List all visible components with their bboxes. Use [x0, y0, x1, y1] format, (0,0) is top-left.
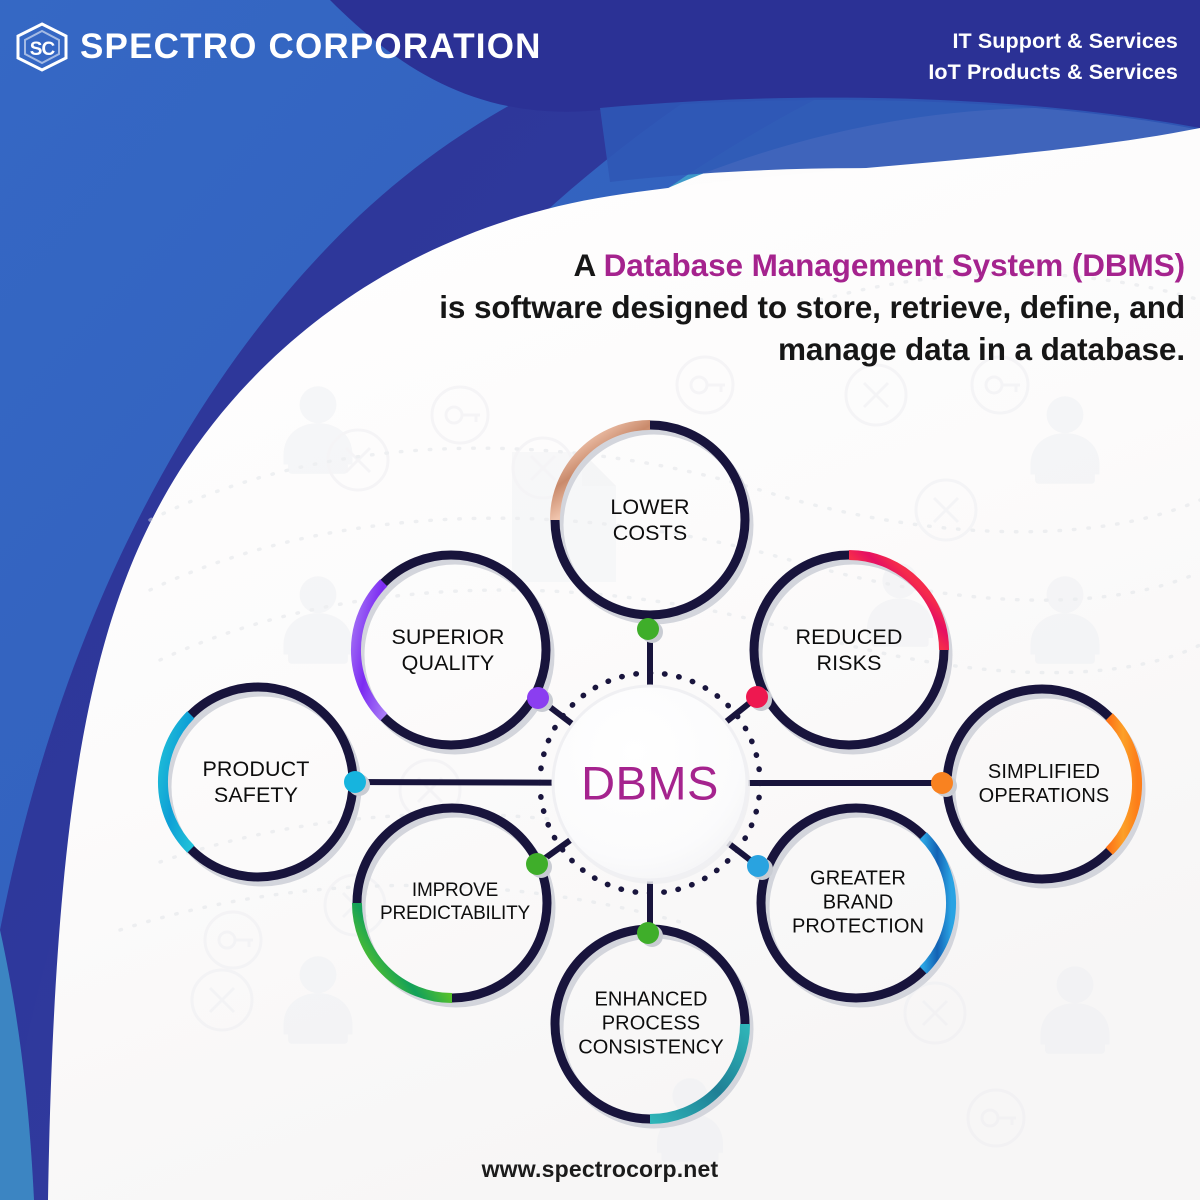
brand-name: SPECTRO CORPORATION [80, 27, 542, 66]
bg-header-indigo [330, 0, 1200, 130]
ring-improve-predictability [351, 803, 556, 1008]
watermark-icons [118, 272, 1200, 1162]
ring-enhanced-process-consistency [550, 924, 754, 1129]
node-rings [158, 419, 1146, 1129]
ring-product-safety [158, 682, 362, 887]
headline-line-3: manage data in a database. [777, 331, 1185, 368]
headline-line-1: A Database Management System (DBMS) [400, 244, 1186, 286]
hub-disc [537, 670, 763, 896]
dotted-wave-lines [118, 272, 1200, 932]
tagline-line-1: IT Support & Services [952, 29, 1178, 53]
bg-shape-mid-blue [0, 0, 1060, 1200]
bg-sliver-left [0, 930, 34, 1200]
headline-lead: A [573, 247, 604, 283]
svg-text:SC: SC [30, 39, 56, 60]
footer-website-url: www.spectrocorp.net [481, 1156, 719, 1182]
headline-accent: Database Management System (DBMS) [603, 247, 1185, 283]
junction-dots [344, 618, 957, 947]
hub-label: DBMS [581, 756, 719, 810]
ring-lower-costs [549, 419, 754, 625]
brand-block: SC SPECTRO CORPORATION [14, 22, 542, 72]
hexagon-sc-logo-icon: SC [16, 22, 68, 72]
bg-content-panel [48, 128, 1200, 1200]
ring-reduced-risks [749, 549, 953, 755]
headline-line-2: is software designed to store, retrieve,… [439, 289, 1185, 326]
ring-greater-brand-protection [756, 803, 960, 1008]
header-tagline: IT Support & Services IoT Products & Ser… [928, 26, 1178, 87]
page-headline: A Database Management System (DBMS) is s… [400, 244, 1185, 371]
ring-superior-quality [351, 550, 555, 755]
ring-simplified-operations [942, 684, 1146, 889]
tagline-line-2: IoT Products & Services [928, 59, 1178, 84]
hub-dotted-ring [537, 670, 763, 896]
